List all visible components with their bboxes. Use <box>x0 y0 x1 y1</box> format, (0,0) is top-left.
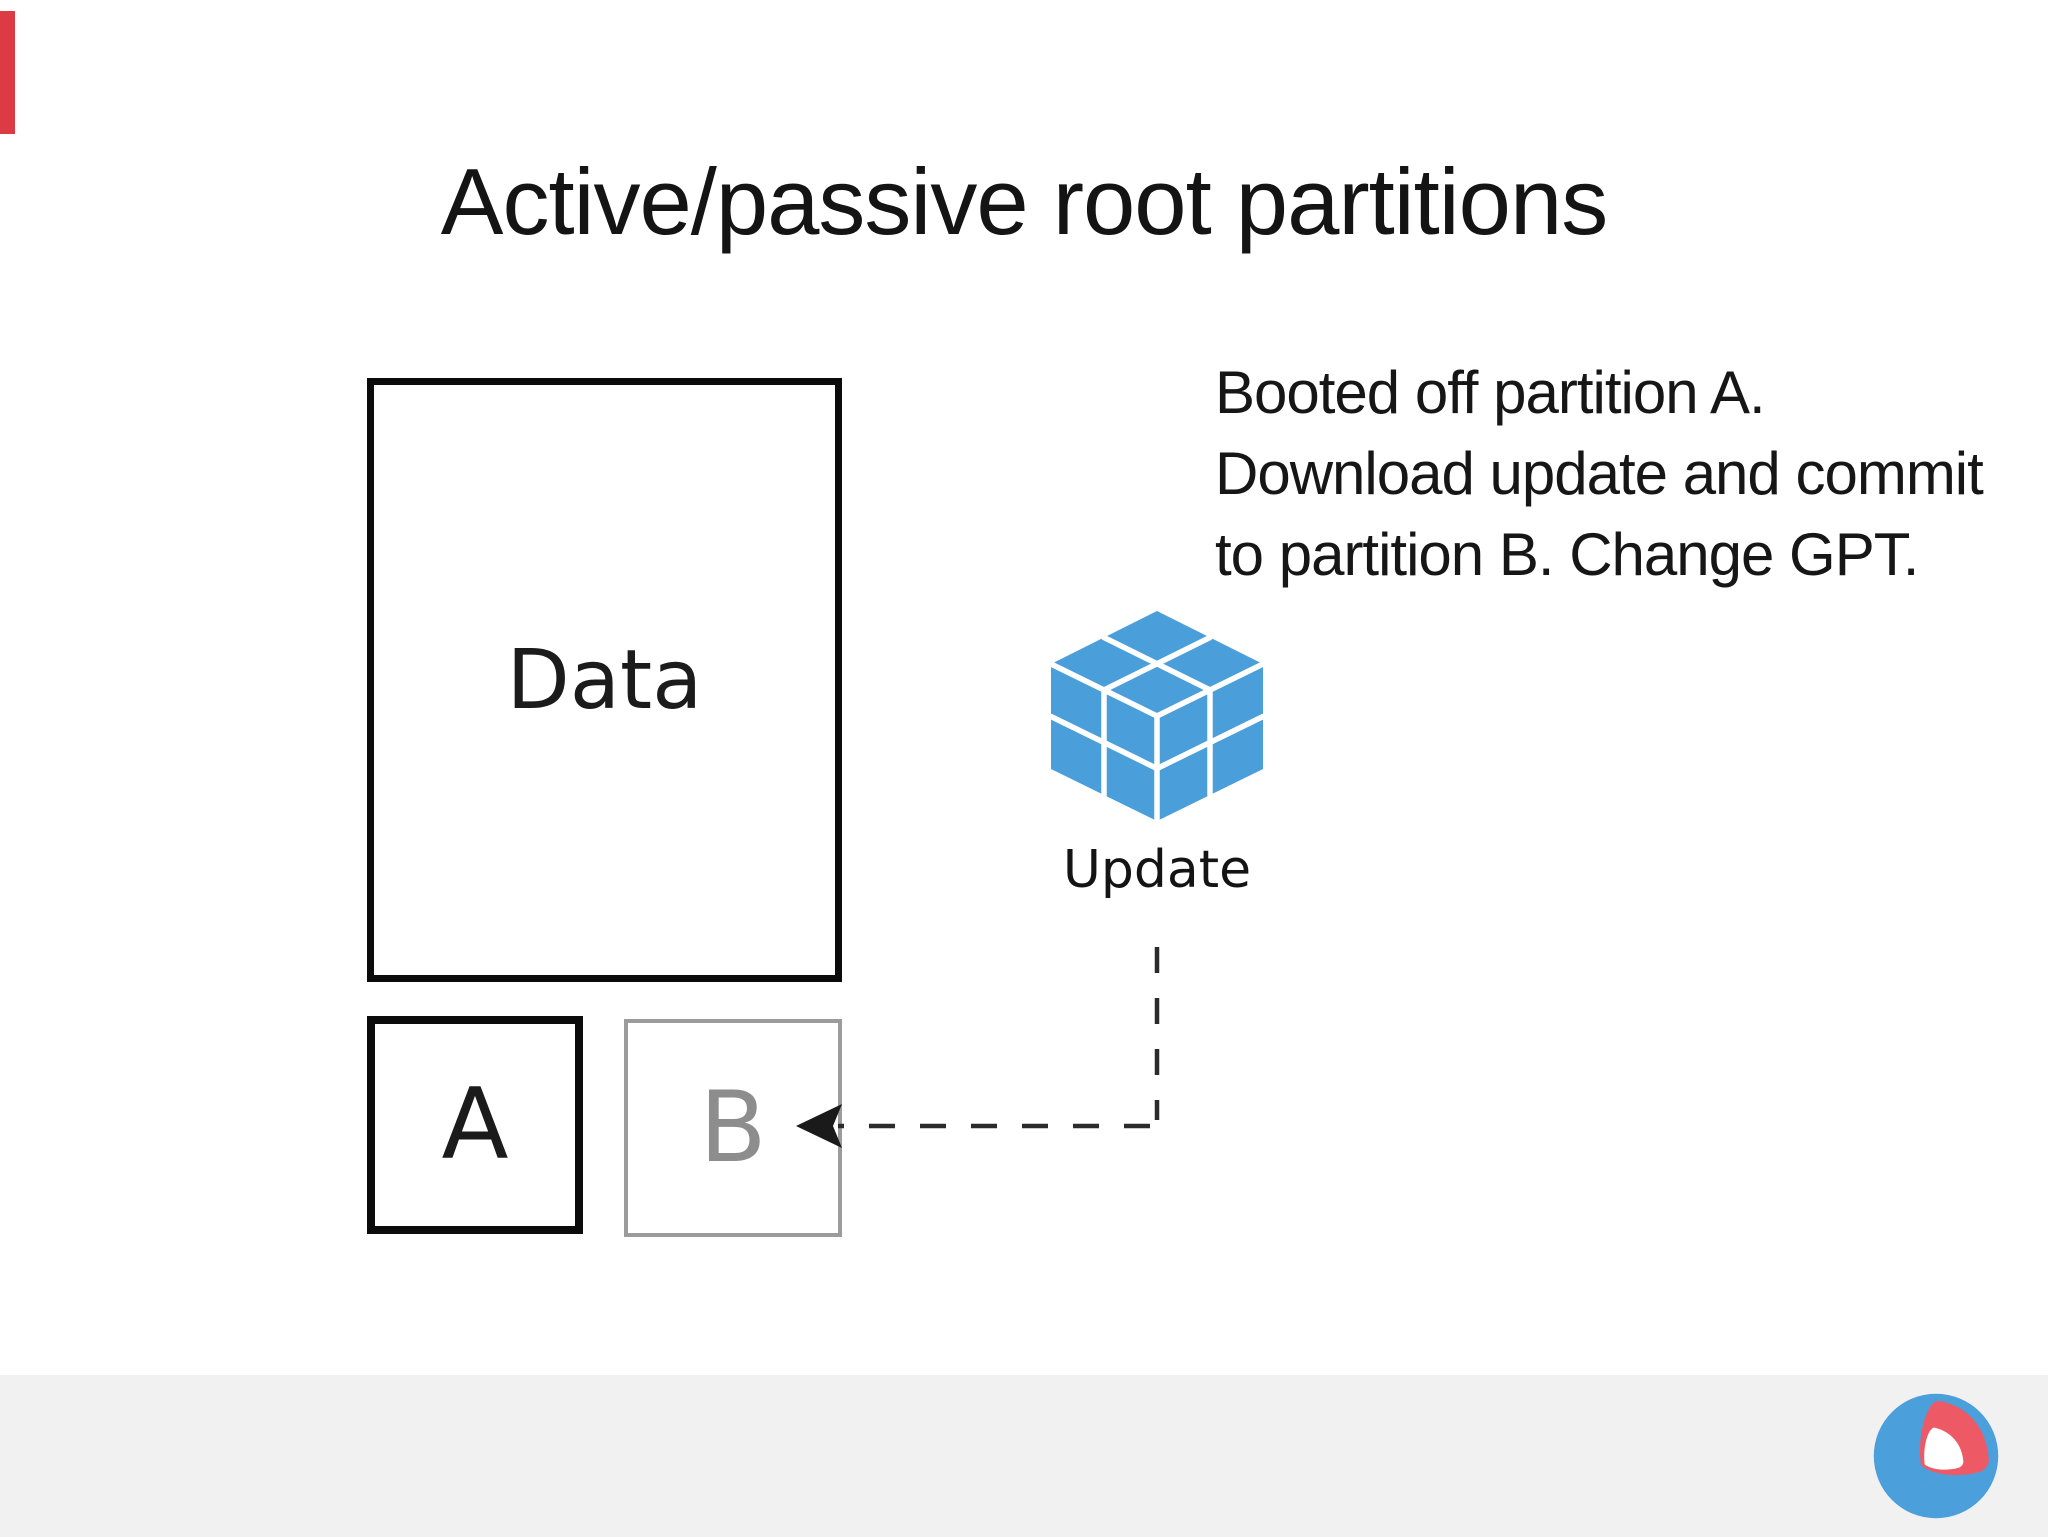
data-partition-label: Data <box>506 632 703 728</box>
dashed-arrow <box>796 947 1160 1148</box>
data-partition-box: Data <box>367 378 842 982</box>
partition-a-label: A <box>441 1068 509 1182</box>
note-text: Booted off partition A. Download update … <box>1215 352 2035 595</box>
note-line: to partition B. Change GPT. <box>1215 521 1919 588</box>
accent-stripe <box>0 11 15 134</box>
slide-title: Active/passive root partitions <box>440 149 1608 254</box>
update-label: Update <box>1062 840 1252 900</box>
update-cube-icon <box>1051 611 1263 821</box>
partition-b-label: B <box>699 1071 767 1185</box>
partition-a-box: A <box>367 1016 583 1234</box>
coreos-logo <box>1873 1393 1999 1519</box>
note-line: Booted off partition A. <box>1215 359 1766 426</box>
footer-bar <box>0 1375 2048 1537</box>
note-line: Download update and commit <box>1215 440 1984 507</box>
